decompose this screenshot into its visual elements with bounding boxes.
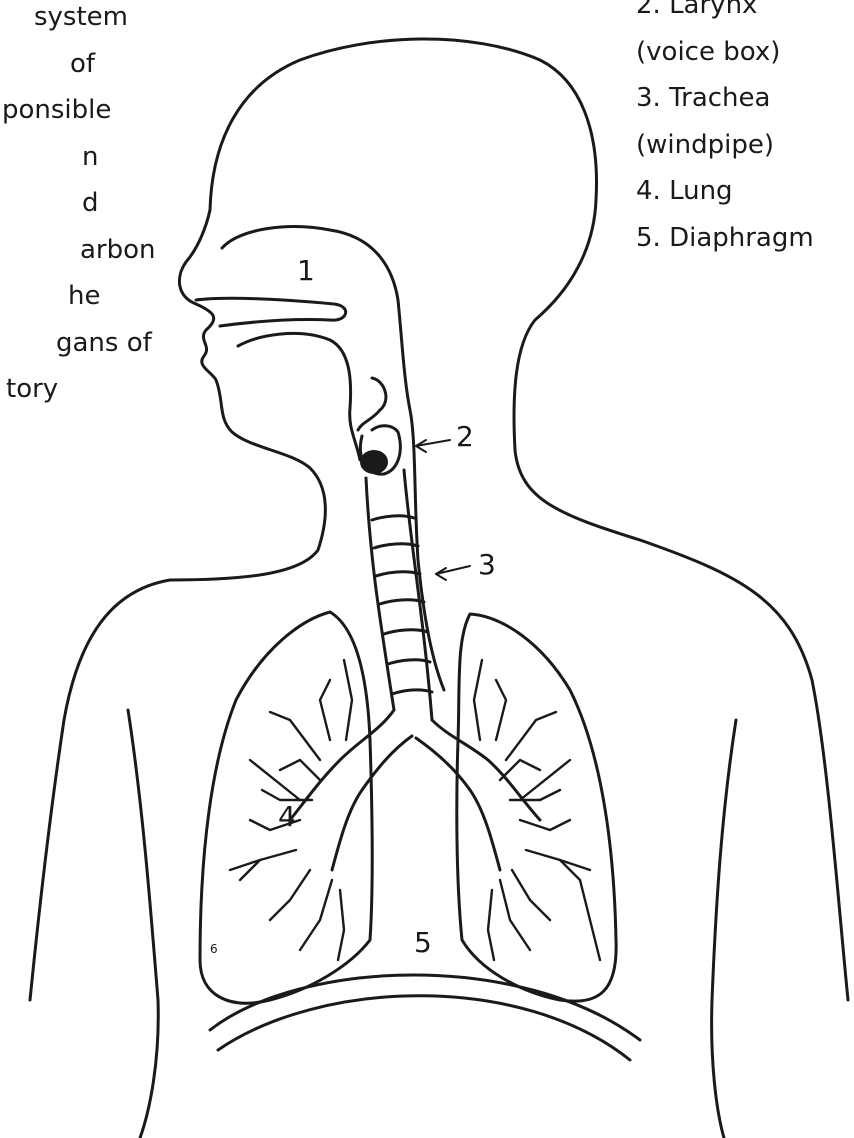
bronchioles-right <box>474 660 600 960</box>
palate <box>196 298 346 326</box>
diaphragm-upper <box>210 975 640 1040</box>
label-6: 6 <box>210 942 218 956</box>
label-5: 5 <box>414 926 432 959</box>
larynx-cartilage <box>360 450 388 474</box>
epiglottis <box>358 378 386 430</box>
left-arm-inner <box>128 710 158 1138</box>
trachea-ring <box>384 630 428 634</box>
trachea-right <box>404 470 432 720</box>
label-1: 1 <box>297 254 315 287</box>
trachea-ring <box>380 600 424 604</box>
trachea-left <box>366 478 394 710</box>
tongue <box>238 333 360 460</box>
label-2: 2 <box>456 420 474 453</box>
face-profile <box>30 210 325 1000</box>
right-arm-inner <box>712 720 736 1138</box>
head-outline <box>210 39 848 1000</box>
trachea-ring <box>388 660 430 664</box>
trachea-ring <box>372 516 414 520</box>
diaphragm-lower <box>218 996 630 1060</box>
pointer-arrow-2 <box>416 440 450 452</box>
pointer-arrow-3 <box>436 566 470 580</box>
nasal-cavity <box>222 227 444 690</box>
trachea-ring <box>392 690 432 694</box>
label-4: 4 <box>278 800 296 833</box>
label-3: 3 <box>478 548 496 581</box>
trachea-ring <box>376 572 420 576</box>
